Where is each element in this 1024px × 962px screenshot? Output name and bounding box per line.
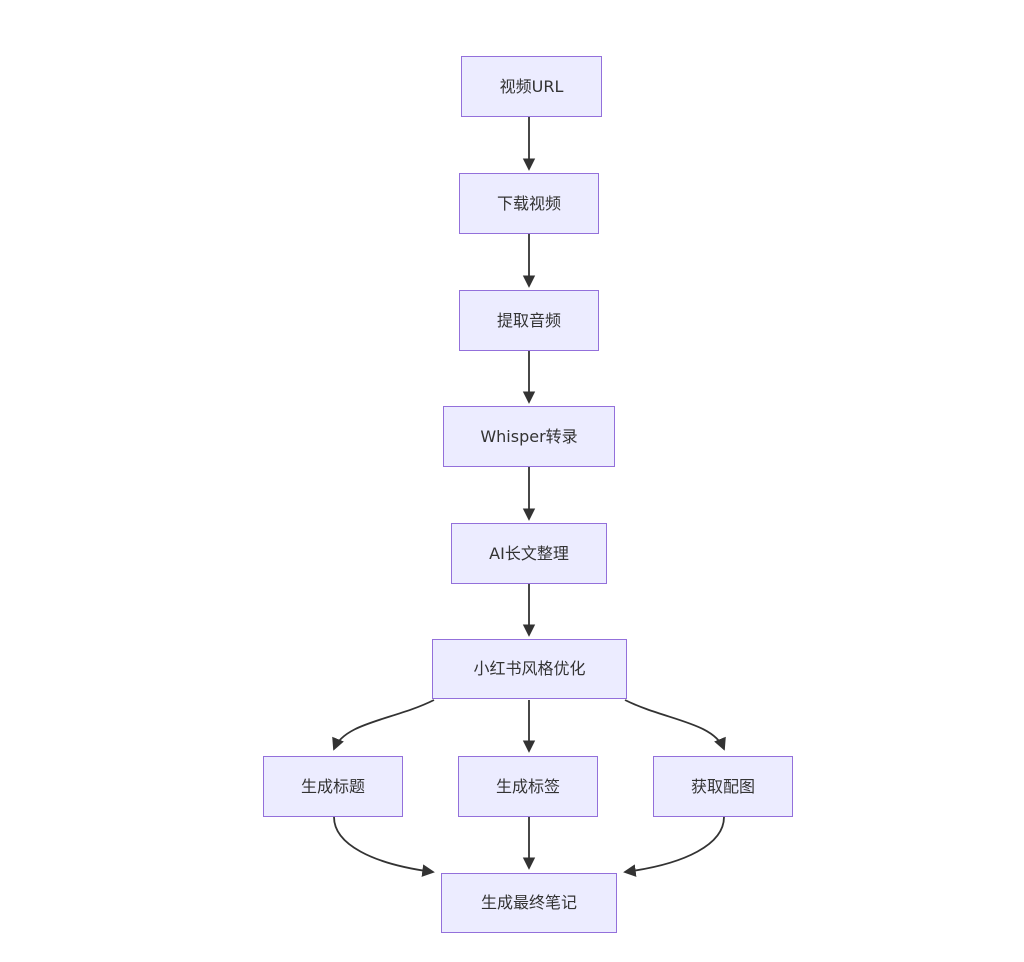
node-xhs-style-optimize: 小红书风格优化 [432, 639, 627, 699]
node-video-url: 视频URL [461, 56, 602, 117]
node-ai-longtext: AI长文整理 [451, 523, 607, 584]
edge-xhs-to-images [624, 699, 726, 751]
edge-xhs-to-title [332, 699, 435, 751]
edge-title-to-final [333, 816, 435, 877]
node-download-video: 下载视频 [459, 173, 599, 234]
node-generate-title: 生成标题 [263, 756, 403, 817]
node-generate-tags: 生成标签 [458, 756, 598, 817]
node-final-note: 生成最终笔记 [441, 873, 617, 933]
edge-images-to-final [623, 816, 725, 877]
node-get-images: 获取配图 [653, 756, 793, 817]
node-whisper-transcribe: Whisper转录 [443, 406, 615, 467]
node-extract-audio: 提取音频 [459, 290, 599, 351]
